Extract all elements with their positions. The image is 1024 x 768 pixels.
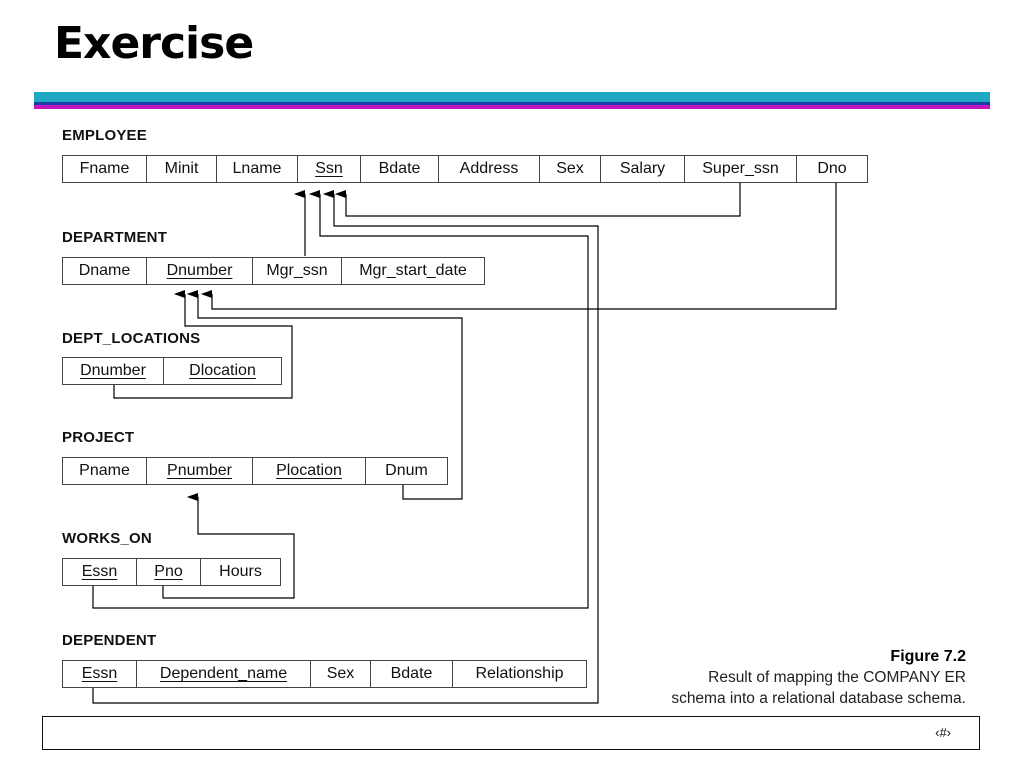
attribute-cell: Essn: [62, 660, 137, 688]
fk-line-dependent-essn: [92, 190, 599, 704]
attribute-cell: Sex: [539, 155, 601, 183]
attribute-cell: Dnum: [365, 457, 448, 485]
attribute-cell: Mgr_start_date: [341, 257, 485, 285]
attribute-cell: Plocation: [252, 457, 366, 485]
attribute-cell: Salary: [600, 155, 685, 183]
attribute-cell: Relationship: [452, 660, 587, 688]
figure-caption: Figure 7.2 Result of mapping the COMPANY…: [671, 646, 966, 709]
caption-line: schema into a relational database schema…: [671, 690, 966, 707]
slide-number: ‹#›: [935, 725, 951, 740]
attribute-cell: Bdate: [370, 660, 453, 688]
attribute-cell: Essn: [62, 558, 137, 586]
attribute-cell: Address: [438, 155, 540, 183]
fk-line-pno: [162, 493, 295, 599]
figure-label: Figure 7.2: [890, 648, 966, 665]
relation-name-works-on: WORKS_ON: [62, 530, 152, 547]
attribute-cell: Ssn: [297, 155, 361, 183]
attribute-cell: Fname: [62, 155, 147, 183]
attribute-cell: Dno: [796, 155, 868, 183]
attribute-cell: Super_ssn: [684, 155, 797, 183]
fk-line-dno: [200, 182, 837, 310]
relation-name-dept-locations: DEPT_LOCATIONS: [62, 330, 201, 347]
relation-table-works-on: Essn Pno Hours: [62, 558, 281, 586]
caption-line: Result of mapping the COMPANY ER: [708, 669, 966, 686]
attribute-cell: Pno: [136, 558, 201, 586]
relation-table-project: Pname Pnumber Plocation Dnum: [62, 457, 448, 485]
fk-line-works-on-essn: [92, 190, 589, 609]
attribute-cell: Hours: [200, 558, 281, 586]
attribute-cell: Minit: [146, 155, 217, 183]
attribute-cell: Dnumber: [62, 357, 164, 385]
attribute-cell: Sex: [310, 660, 371, 688]
title-rule-teal: [34, 92, 990, 102]
fk-line-dnum: [186, 290, 463, 500]
title-rule-pink: [34, 105, 990, 109]
relation-name-department: DEPARTMENT: [62, 229, 168, 246]
relation-table-department: Dname Dnumber Mgr_ssn Mgr_start_date: [62, 257, 485, 285]
relation-table-dependent: Essn Dependent_name Sex Bdate Relationsh…: [62, 660, 587, 688]
title-rule-blue: [34, 102, 990, 105]
attribute-cell: Pname: [62, 457, 147, 485]
attribute-cell: Mgr_ssn: [252, 257, 342, 285]
attribute-cell: Lname: [216, 155, 298, 183]
fk-line-super-ssn: [334, 182, 741, 217]
attribute-cell: Dnumber: [146, 257, 253, 285]
relation-name-dependent: DEPENDENT: [62, 632, 157, 649]
attribute-cell: Dependent_name: [136, 660, 311, 688]
attribute-cell: Dname: [62, 257, 147, 285]
relation-table-employee: Fname Minit Lname Ssn Bdate Address Sex …: [62, 155, 868, 183]
slide-title: Exercise: [54, 18, 254, 69]
attribute-cell: Dlocation: [163, 357, 282, 385]
relation-name-employee: EMPLOYEE: [62, 127, 147, 144]
attribute-cell: Pnumber: [146, 457, 253, 485]
relation-name-project: PROJECT: [62, 429, 135, 446]
relation-table-dept-locations: Dnumber Dlocation: [62, 357, 282, 385]
attribute-cell: Bdate: [360, 155, 439, 183]
fk-line-dept-locations: [113, 290, 293, 399]
footer-box: ‹#›: [42, 716, 980, 750]
